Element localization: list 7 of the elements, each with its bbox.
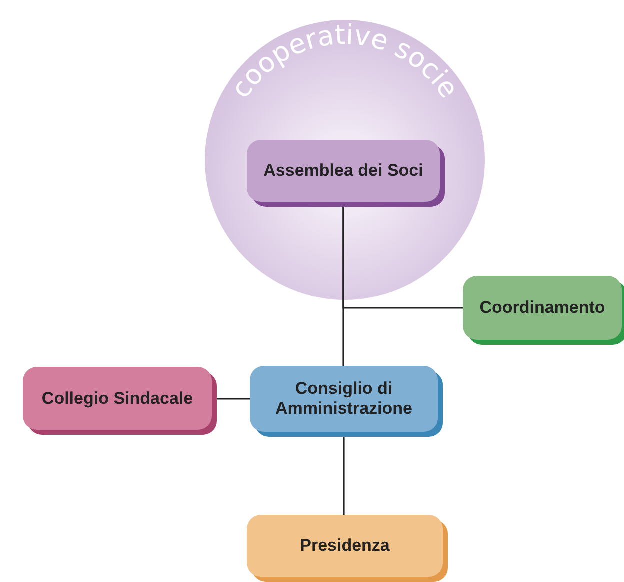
- org-box: Presidenza: [247, 515, 443, 577]
- org-box: Consiglio di Amministrazione: [250, 366, 438, 432]
- connector-line: [343, 437, 345, 515]
- org-box: Coordinamento: [463, 276, 622, 340]
- org-box: Collegio Sindacale: [23, 367, 212, 430]
- org-box: Assemblea dei Soci: [247, 140, 440, 202]
- connector-line: [342, 207, 463, 309]
